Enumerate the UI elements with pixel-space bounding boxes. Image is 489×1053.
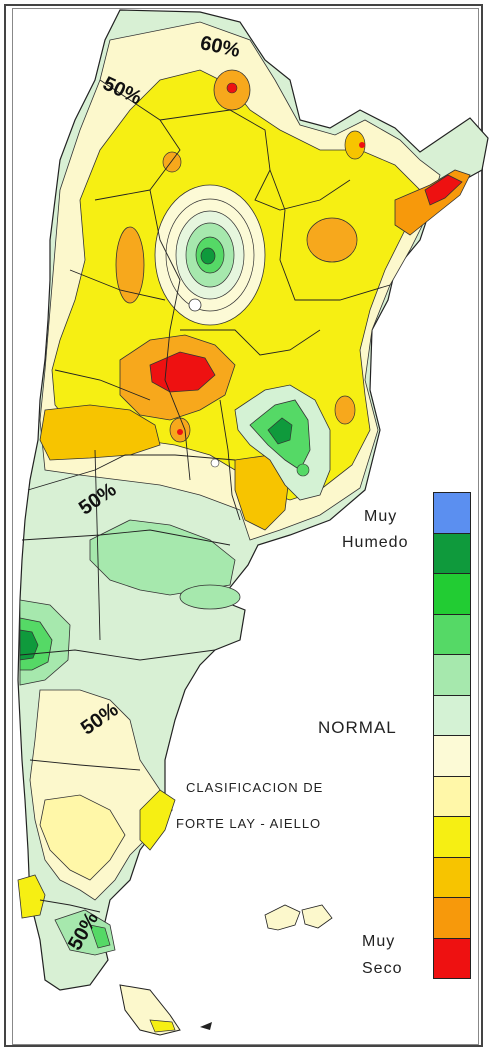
region-dry-west: [115, 226, 145, 304]
legend-swatch: [433, 654, 471, 696]
color-legend: [433, 492, 471, 979]
legend-swatch: [433, 856, 471, 898]
legend-swatch: [433, 532, 471, 574]
legend-swatch: [433, 775, 471, 817]
legend-swatch: [433, 573, 471, 615]
malvinas-islands: [264, 904, 333, 931]
region-dry-northeast: [306, 217, 358, 263]
legend-swatch: [433, 735, 471, 777]
classification-title-line2: FORTE LAY - AIELLO: [176, 816, 322, 831]
small-island: [200, 1022, 212, 1030]
legend-swatch: [433, 694, 471, 736]
inner-frame: [12, 8, 479, 1045]
legend-label-very-wet-2: Humedo: [342, 534, 409, 551]
province-boundaries: [19, 79, 391, 913]
legend-swatch: [433, 492, 471, 534]
legend-label-very-wet-1: Muy: [364, 508, 398, 525]
legend-swatch: [433, 897, 471, 939]
legend-label-normal: NORMAL: [318, 718, 397, 737]
legend-swatch: [433, 937, 471, 979]
legend-swatch: [433, 613, 471, 655]
region-very-dry-misiones: [424, 174, 463, 206]
legend-label-very-dry-1: Muy: [362, 933, 396, 950]
region-dry-band: [39, 404, 161, 461]
outer-frame: [4, 4, 483, 1047]
classification-title-line1: CLASIFICACION DE: [186, 780, 324, 795]
legend-swatch: [433, 816, 471, 858]
legend-label-very-dry-2: Seco: [362, 960, 403, 977]
